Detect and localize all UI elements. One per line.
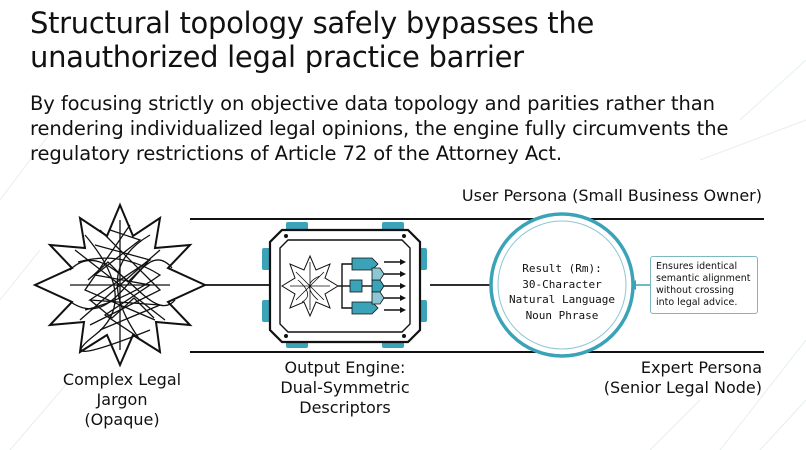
expert-persona-label: Expert Persona (Senior Legal Node) (604, 358, 762, 398)
page-subtitle: By focusing strictly on objective data t… (30, 92, 729, 165)
jargon-label-line-1: Complex Legal Jargon (62, 370, 182, 409)
processor-chip-icon (262, 222, 427, 348)
result-line-2: 30-Character (522, 277, 602, 291)
engine-label: Output Engine: Dual-Symmetric Descriptor… (268, 358, 422, 418)
callout-note: Ensures identical semantic alignment wit… (650, 256, 758, 314)
expert-persona-line-2: (Senior Legal Node) (603, 378, 762, 397)
user-persona-label: User Persona (Small Business Owner) (461, 186, 762, 205)
jargon-label-line-2: (Opaque) (84, 410, 160, 429)
result-line-1: Result (Rm): (522, 262, 602, 275)
result-circle (489, 212, 635, 358)
engine-label-line-3: Descriptors (299, 398, 391, 417)
result-text: Result (Rm): 30-Character Natural Langua… (497, 261, 627, 323)
result-line-4: Noun Phrase (525, 308, 599, 322)
result-line-3: Natural Language (509, 293, 615, 306)
engine-label-line-2: Dual-Symmetric (280, 378, 410, 397)
engine-label-line-1: Output Engine: (284, 358, 406, 377)
expert-persona-line-1: Expert Persona (640, 358, 762, 377)
jargon-label: Complex Legal Jargon (Opaque) (38, 370, 206, 430)
page-title: Structural topology safely bypasses the … (30, 6, 594, 74)
tangled-star-icon (32, 202, 208, 368)
